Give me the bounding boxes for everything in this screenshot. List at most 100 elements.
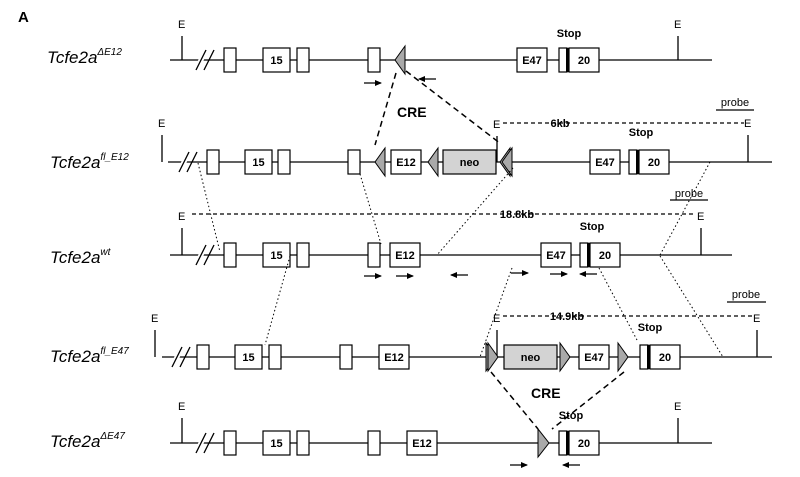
exon-20 (649, 344, 681, 370)
break-mark (195, 49, 207, 71)
exon-e47 (589, 149, 621, 175)
diagram-shape (628, 149, 638, 175)
exon-15 (262, 242, 291, 268)
loxp-site (537, 427, 550, 459)
exon-e12 (389, 242, 421, 268)
exon-20-label: 20 (578, 55, 590, 67)
ecori-site-label: E (753, 313, 760, 325)
allele-row-fl-e47: E E E 15 E12 neo E47 20 Stop 14.9kb prob… (151, 289, 772, 373)
ecori-site-label: E (697, 211, 704, 223)
ecori-site-label: E (744, 118, 751, 130)
exon (339, 344, 353, 370)
exon (296, 242, 310, 268)
neo-cassette (442, 149, 497, 175)
allele-label-fl-e12: Tcfe2afl_E12 (50, 152, 129, 172)
loxp-site (617, 341, 629, 373)
probe-label: probe (675, 188, 703, 200)
frt-site (427, 146, 439, 178)
diagram-shape (436, 167, 514, 256)
exon (296, 430, 310, 456)
diagram-shape (598, 267, 638, 341)
ecori-site-label: E (178, 19, 185, 31)
neo-label: neo (460, 157, 480, 169)
diagram-shape (264, 255, 291, 346)
exon-e47 (578, 344, 610, 370)
diagram-shape (639, 344, 649, 370)
exon (196, 344, 210, 370)
exon-20-label: 20 (578, 438, 590, 450)
exon (223, 47, 237, 73)
allele-row-wt: E E 15 E12 E47 20 Stop 18.8kb probe (170, 188, 732, 279)
fragment-size-label: 14.9kb (550, 311, 585, 323)
allele-row-fl-e12: E E E 15 E12 neo E47 20 Stop 6kb probe (158, 97, 772, 178)
diagram-shape (659, 255, 724, 358)
ecori-site-label: E (493, 119, 500, 131)
diagram-shape (558, 47, 568, 73)
allele-label-delta-e47: Tcfe2aΔE47 (50, 431, 125, 451)
cre-recombination-line (490, 371, 539, 430)
exon-e12 (390, 149, 422, 175)
cre-label: CRE (397, 104, 427, 120)
stop-codon-label: Stop (557, 28, 582, 40)
ecori-site-label: E (493, 313, 500, 325)
exon-e47-label: E47 (595, 157, 615, 169)
diagram-shape (558, 430, 568, 456)
stop-codon-label: Stop (580, 221, 605, 233)
diagram-shape (186, 151, 198, 173)
frt-site (559, 341, 571, 373)
diagram-shape (203, 49, 215, 71)
diagram-shape (179, 346, 191, 368)
loxp-site (374, 146, 386, 178)
exon-15-label: 15 (270, 250, 282, 262)
exon (223, 242, 237, 268)
exon (206, 149, 220, 175)
cre-label: CRE (531, 385, 561, 401)
probe-label: probe (732, 289, 760, 301)
ecori-site-label: E (674, 19, 681, 31)
diagram-shape (579, 242, 589, 268)
neo-label: neo (521, 352, 541, 364)
diagram-shape (203, 244, 215, 266)
exon-15-label: 15 (252, 157, 264, 169)
break-mark (195, 244, 207, 266)
exon-15-label: 15 (270, 438, 282, 450)
exon-e47-label: E47 (584, 352, 604, 364)
exon (296, 47, 310, 73)
exon (367, 47, 381, 73)
break-mark (195, 432, 207, 454)
exon (277, 149, 291, 175)
exon (367, 430, 381, 456)
allele-label-delta-e12: Tcfe2aΔE12 (47, 47, 122, 67)
ecori-site-label: E (158, 118, 165, 130)
exon (268, 344, 282, 370)
exon-e12 (406, 430, 438, 456)
ecori-site-label: E (178, 401, 185, 413)
cre-recombination-line (374, 72, 397, 146)
exon-15-label: 15 (270, 55, 282, 67)
exon-e47 (516, 47, 548, 73)
diagram-shape (203, 432, 215, 454)
exon-e47 (540, 242, 572, 268)
exon-e12 (378, 344, 410, 370)
exon-20-label: 20 (659, 352, 671, 364)
diagram-shape (359, 173, 382, 245)
ecori-site-label: E (151, 313, 158, 325)
exon-20 (568, 47, 600, 73)
allele-row-delta-e47: E E 15 E12 20 Stop (170, 401, 712, 468)
exon-15 (244, 149, 273, 175)
diagram-shape (659, 161, 711, 256)
probe-label: probe (721, 97, 749, 109)
ecori-site-label: E (178, 211, 185, 223)
panel-label: A (18, 9, 29, 26)
exon-e12-label: E12 (384, 352, 404, 364)
exon-e12-label: E12 (395, 250, 415, 262)
ecori-site-label: E (674, 401, 681, 413)
break-mark (171, 346, 183, 368)
exon (223, 430, 237, 456)
break-mark (178, 151, 190, 173)
exon-e47-label: E47 (546, 250, 566, 262)
stop-codon-label: Stop (559, 410, 584, 422)
exon-20 (589, 242, 621, 268)
exon-15 (234, 344, 263, 370)
